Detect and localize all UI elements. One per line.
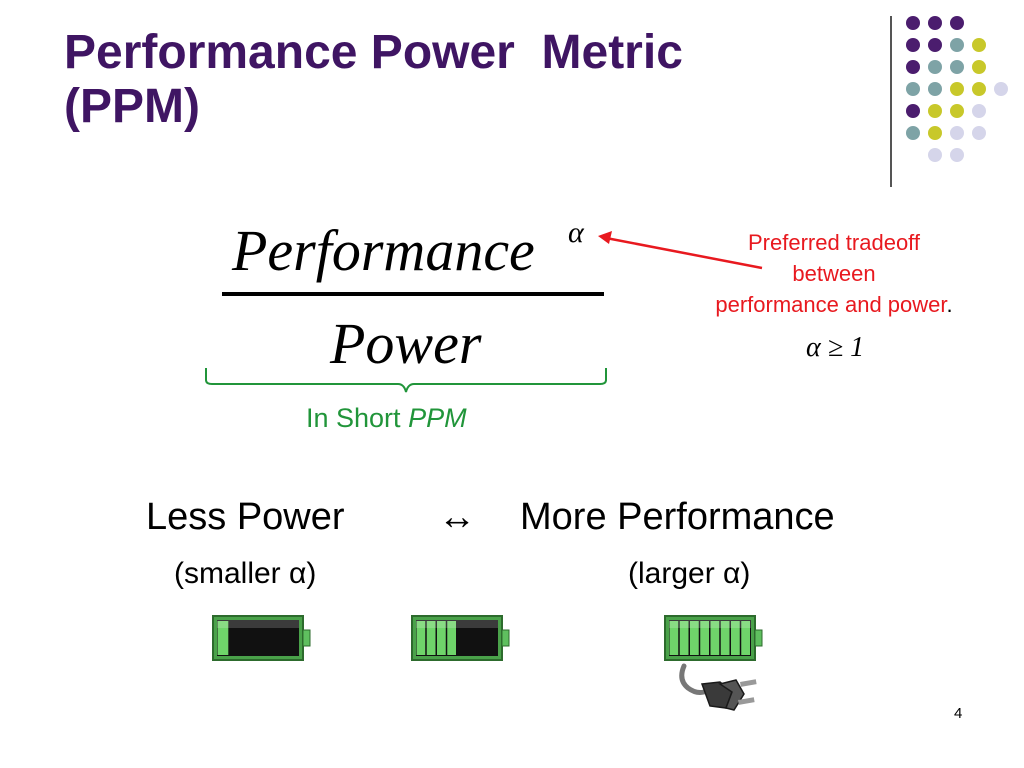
- decorative-dot: [950, 126, 964, 140]
- decorative-dot: [928, 60, 942, 74]
- decorative-dot: [928, 104, 942, 118]
- decorative-dot: [928, 148, 942, 162]
- battery-cell: [690, 621, 699, 655]
- formula-exponent: α: [568, 216, 584, 249]
- decorative-dot: [928, 126, 942, 140]
- battery-terminal: [302, 629, 311, 647]
- decorative-dot: [972, 82, 986, 96]
- battery-cell: [447, 621, 456, 655]
- battery-cell: [741, 621, 750, 655]
- more-performance-label: More Performance: [520, 496, 835, 538]
- decorative-dot: [928, 16, 942, 30]
- decorative-dot: [972, 104, 986, 118]
- slide-title-line1: Performance Power Metric: [64, 26, 683, 79]
- battery-full-icon: [664, 615, 763, 661]
- in-short-prefix: In Short: [306, 403, 409, 433]
- annotation-line2: between: [792, 261, 876, 286]
- battery-cell: [700, 621, 709, 655]
- decorative-dot: [906, 82, 920, 96]
- decorative-dot: [950, 16, 964, 30]
- slide-title: Performance Power Metric (PPM): [64, 26, 864, 134]
- ppm-acronym: PPM: [408, 403, 467, 433]
- battery-terminal: [501, 629, 510, 647]
- decorative-dot: [972, 60, 986, 74]
- decorative-dot: [972, 38, 986, 52]
- fraction-bar: [222, 292, 604, 296]
- larger-alpha-label: (larger α): [628, 557, 751, 590]
- decorative-dot: [950, 60, 964, 74]
- battery-cell: [217, 621, 229, 655]
- formula-numerator: Performance: [232, 218, 535, 283]
- decorative-dot: [928, 82, 942, 96]
- decorative-dot: [950, 148, 964, 162]
- tradeoff-annotation: Preferred tradeoff between performance a…: [674, 227, 994, 320]
- battery-cell: [720, 621, 730, 655]
- smaller-alpha-label: (smaller α): [174, 557, 317, 590]
- alpha-condition: α ≥ 1: [806, 332, 864, 364]
- decorative-dot: [906, 38, 920, 52]
- annotation-line1: Preferred tradeoff: [747, 230, 921, 255]
- bidirectional-arrow-icon: ↔: [438, 496, 476, 538]
- annotation-trailing-dot: .: [946, 292, 953, 317]
- decorative-dot: [906, 16, 920, 30]
- battery-cell: [437, 621, 446, 655]
- title-divider-line: [890, 16, 892, 187]
- decorative-dot: [906, 60, 920, 74]
- decorative-dot: [994, 82, 1008, 96]
- battery-gloss: [416, 620, 498, 628]
- battery-cell: [679, 621, 689, 655]
- slide-title-line2: (PPM): [64, 80, 200, 133]
- decorative-dot: [950, 82, 964, 96]
- battery-cavity: [217, 620, 299, 656]
- alpha-condition-text: α ≥ 1: [806, 332, 865, 363]
- decorative-dot: [928, 38, 942, 52]
- page-number: 4: [954, 705, 963, 722]
- battery-low-icon: [212, 615, 311, 661]
- battery-gloss: [669, 620, 751, 628]
- decorative-dot: [972, 126, 986, 140]
- in-short-label: In Short PPM: [306, 402, 467, 434]
- decorative-dot: [950, 104, 964, 118]
- power-plug-icon: [679, 663, 757, 711]
- battery-cell: [669, 621, 679, 655]
- battery-half-icon: [411, 615, 510, 661]
- annotation-line3: performance and power: [715, 292, 947, 317]
- battery-terminal: [754, 629, 763, 647]
- battery-cell: [731, 621, 740, 655]
- battery-gloss: [217, 620, 299, 628]
- battery-cell: [416, 621, 426, 655]
- battery-cell: [710, 621, 720, 655]
- formula-denominator: Power: [330, 311, 482, 376]
- decorative-dot: [906, 126, 920, 140]
- battery-cell: [426, 621, 436, 655]
- decorative-dot: [906, 104, 920, 118]
- less-power-label: Less Power: [146, 496, 345, 538]
- decorative-dot: [950, 38, 964, 52]
